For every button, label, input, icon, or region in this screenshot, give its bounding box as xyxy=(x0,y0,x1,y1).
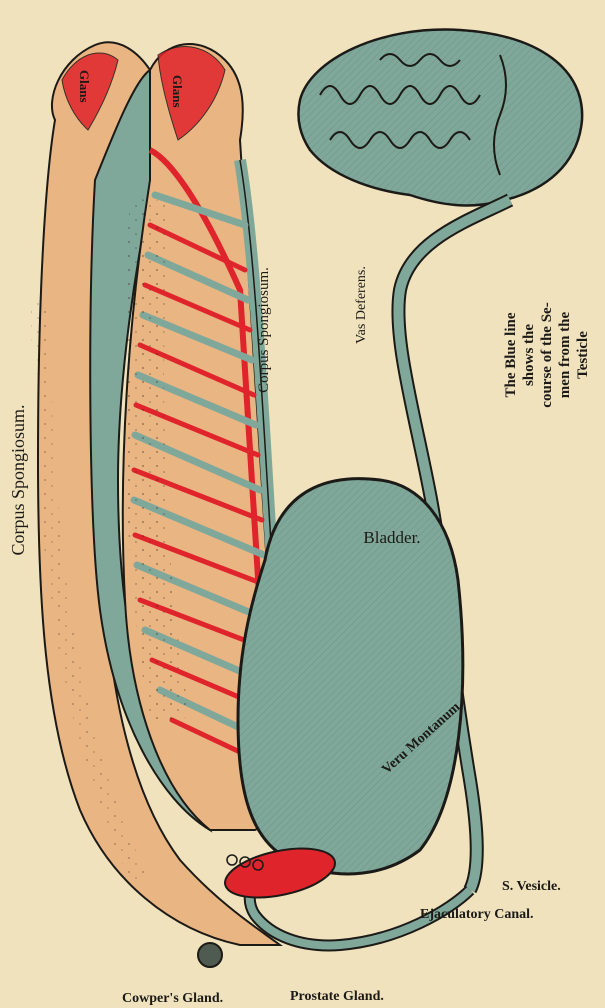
label-bladder: Bladder. xyxy=(363,528,420,547)
label-corpus-spongiosum-left: Corpus Spongiosum. xyxy=(8,404,28,555)
label-blue-line-5: Testicle xyxy=(575,331,591,379)
label-glans-right: Glans xyxy=(170,75,185,108)
label-ejaculatory-canal: Ejaculatory Canal. xyxy=(420,907,534,922)
label-blue-line-3: course of the Se- xyxy=(539,302,555,407)
label-vas-deferens: Vas Deferens. xyxy=(354,266,369,344)
label-s-vesicle: S. Vesicle. xyxy=(502,879,561,894)
label-cowpers-gland: Cowper's Gland. xyxy=(122,991,223,1006)
label-blue-line-1: The Blue line xyxy=(503,312,519,397)
cowpers-gland xyxy=(198,943,222,967)
label-glans-left: Glans xyxy=(77,70,92,103)
label-corpus-spongiosum-right: Corpus Spongiosum. xyxy=(256,267,272,393)
label-blue-line-2: shows the xyxy=(521,324,537,386)
label-blue-line-4: men from the xyxy=(557,311,573,398)
label-prostate-gland: Prostate Gland. xyxy=(290,989,384,1004)
